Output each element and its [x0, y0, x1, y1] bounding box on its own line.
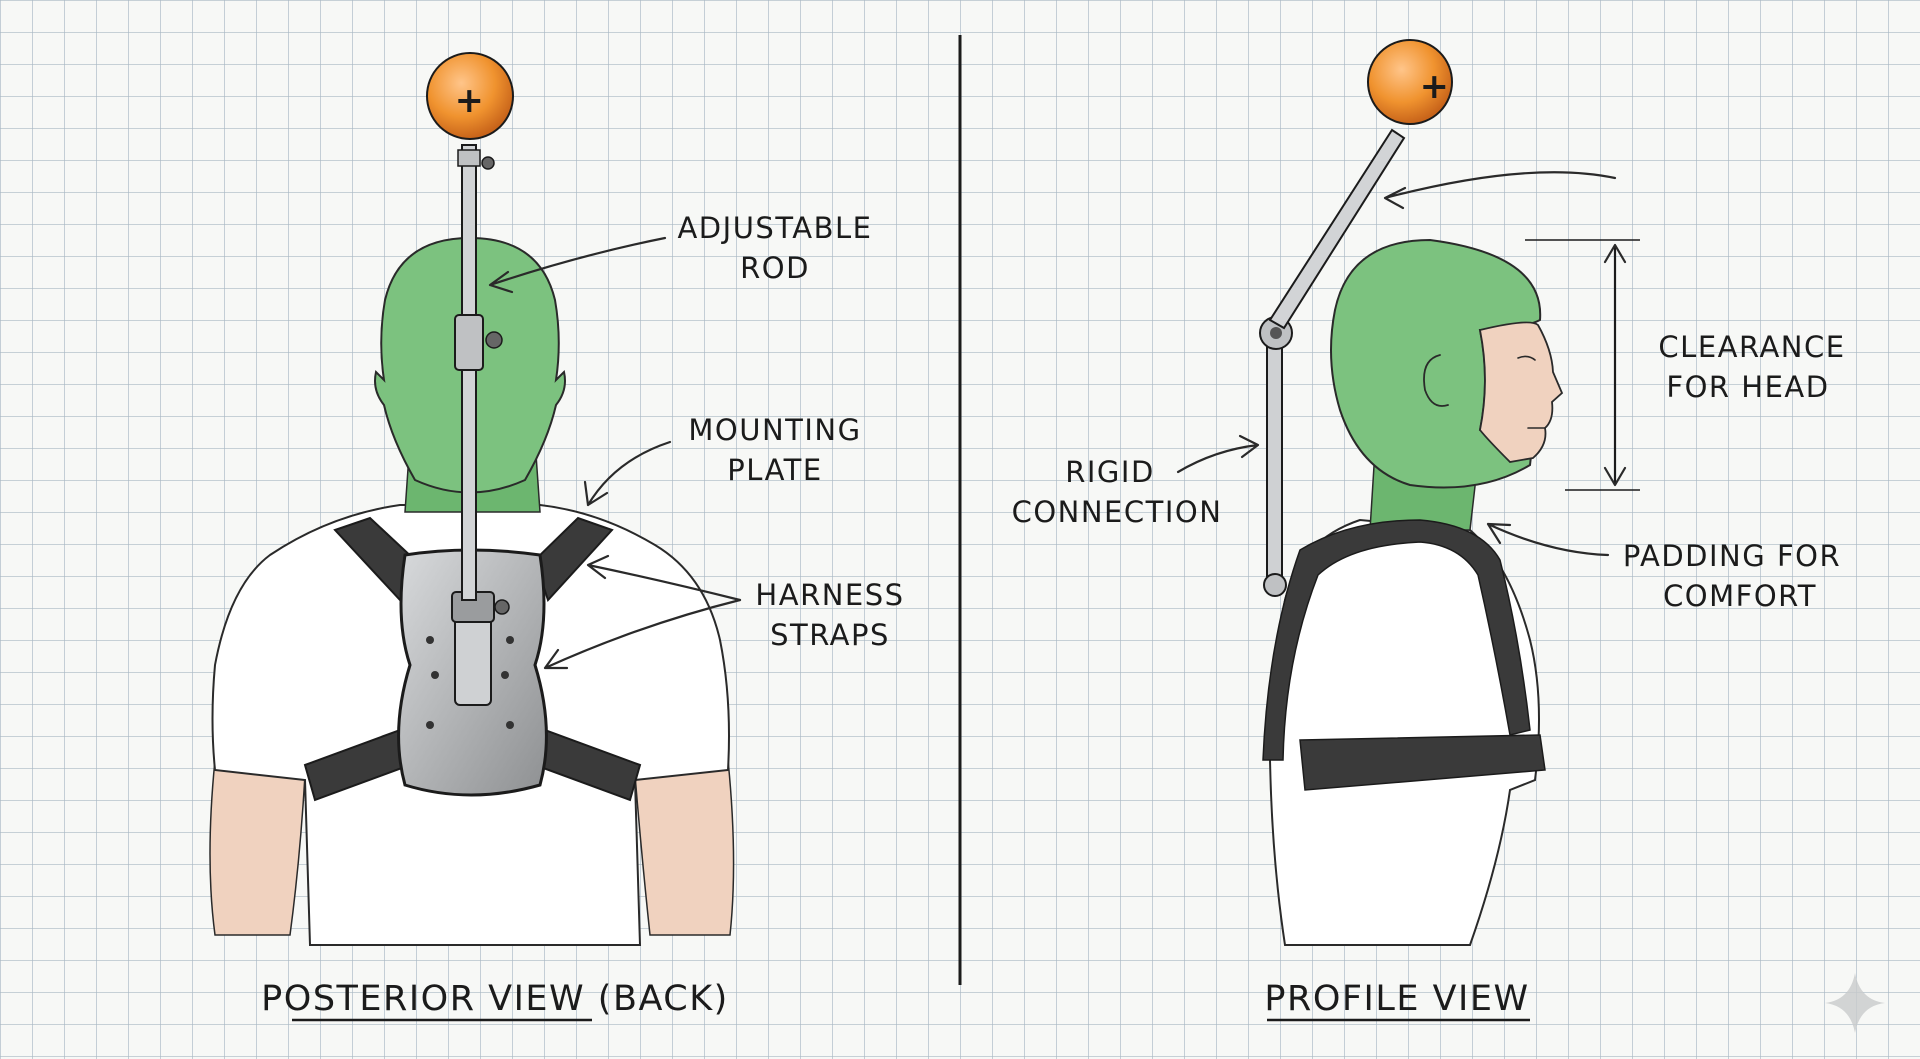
- profile-figure: +: [1259, 39, 1564, 946]
- callout-padding-line2: COMFORT: [1663, 579, 1817, 613]
- callout-adjustable-rod-line1: ADJUSTABLE: [677, 211, 872, 245]
- plate-knob: [494, 599, 510, 615]
- left-arm: [209, 759, 306, 936]
- profile-shoulder-strap: [1262, 519, 1531, 761]
- tracking-marker-ball: [426, 52, 514, 140]
- callout-adjustable-rod-line2: ROD: [740, 251, 810, 285]
- posterior-figure: +: [209, 52, 735, 946]
- sparkle-watermark-icon: [1825, 973, 1885, 1033]
- adjustable-rod-angled: [1268, 128, 1406, 330]
- profile-waist-strap: [1299, 734, 1546, 791]
- marker-plus-symbol: +: [455, 81, 486, 121]
- arrow-harness-straps-lower: [543, 598, 742, 670]
- right-arm: [634, 759, 735, 936]
- callout-padding-line1: PADDING FOR: [1623, 539, 1841, 573]
- profile-callouts: CLEARANCE FOR HEAD RIGID CONNECTION PADD…: [1012, 171, 1845, 613]
- rod-mid-knob: [485, 331, 503, 349]
- arrow-padding: [1486, 522, 1610, 557]
- callout-harness-straps-line1: HARNESS: [755, 578, 904, 612]
- plate-bolts: [426, 636, 514, 729]
- rod-mid-clamp: [454, 314, 484, 371]
- tracking-marker-ball-profile: [1367, 39, 1453, 125]
- callout-mounting-plate-line1: MOUNTING: [688, 413, 861, 447]
- adjustable-rod: [461, 144, 477, 601]
- callout-clearance-line2: FOR HEAD: [1666, 370, 1829, 404]
- rigid-connection-arm: [1266, 339, 1283, 591]
- profile-view-title: PROFILE VIEW: [1264, 979, 1529, 1019]
- posterior-callouts: ADJUSTABLE ROD MOUNTING PLATE HARNESS ST…: [488, 211, 904, 670]
- callout-rigid-connection-line2: CONNECTION: [1012, 495, 1223, 529]
- rod-top-collar: [457, 149, 481, 167]
- callout-clearance-line1: CLEARANCE: [1658, 330, 1845, 364]
- rod-pivot-center: [1270, 327, 1282, 339]
- eye: [1517, 355, 1536, 361]
- arrow-harness-straps-upper: [586, 554, 742, 602]
- back-mount-pivot: [1263, 573, 1287, 597]
- arrow-mounting-plate: [583, 440, 672, 507]
- callout-mounting-plate-line2: PLATE: [727, 453, 822, 487]
- callout-rigid-connection-line1: RIGID: [1065, 455, 1155, 489]
- posterior-view-title: POSTERIOR VIEW (BACK): [261, 979, 729, 1019]
- arrow-adjustable-rod: [488, 236, 667, 294]
- arrow-rigid-connection: [1176, 434, 1260, 474]
- clearance-arrowheads: [1603, 243, 1627, 487]
- rod-top-knob: [481, 156, 495, 170]
- marker-plus-symbol-profile: +: [1420, 67, 1451, 107]
- ear: [1423, 354, 1449, 407]
- arrow-rod-profile: [1383, 171, 1617, 210]
- callout-harness-straps-line2: STRAPS: [770, 618, 890, 652]
